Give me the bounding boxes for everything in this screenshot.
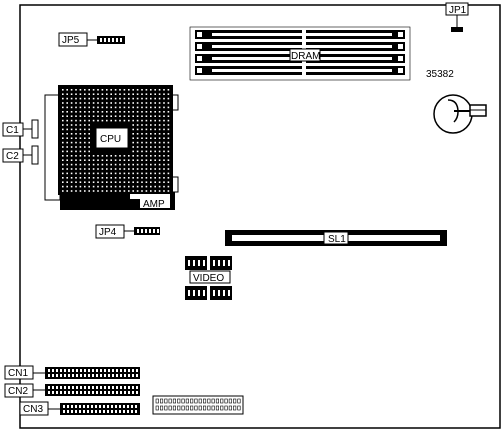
cpu-label: CPU: [100, 134, 121, 145]
video-label: VIDEO: [193, 273, 224, 284]
figure-number: 35382: [426, 69, 454, 80]
connector-cn1: CN1: [4, 365, 140, 380]
connector-cn3: CN3: [19, 401, 140, 416]
c2-label: C2: [6, 151, 19, 162]
video-chip: [185, 256, 207, 270]
video-chip: [185, 286, 207, 300]
battery: [433, 94, 487, 134]
jumper-jp5: JP5: [58, 32, 125, 47]
cn2-label: CN2: [8, 386, 28, 397]
cn3-label: CN3: [23, 404, 43, 415]
dram-slots: DRAM: [189, 26, 411, 81]
jp5-label: JP5: [62, 35, 80, 46]
capacitor-c1: C1: [2, 119, 39, 139]
dram-label: DRAM: [291, 51, 320, 62]
video-chips: VIDEO: [185, 256, 232, 300]
jumper-jp4: JP4: [95, 224, 160, 239]
amp-label: AMP: [143, 199, 165, 210]
jp1-label: JP1: [449, 5, 467, 16]
cn1-label: CN1: [8, 368, 28, 379]
capacitor-c2: C2: [2, 145, 39, 165]
connector-cn2: CN2: [4, 383, 140, 398]
sl1-label: SL1: [328, 234, 346, 245]
bottom-header: [152, 395, 244, 415]
slot-sl1: SL1: [225, 230, 447, 246]
amp-lever: AMP: [60, 192, 175, 210]
video-chip: [210, 256, 232, 270]
jumper-jp1: JP1: [445, 2, 469, 32]
cpu-socket: CPU: [44, 85, 179, 201]
video-chip: [210, 286, 232, 300]
jp4-label: JP4: [99, 227, 117, 238]
c1-label: C1: [6, 125, 19, 136]
